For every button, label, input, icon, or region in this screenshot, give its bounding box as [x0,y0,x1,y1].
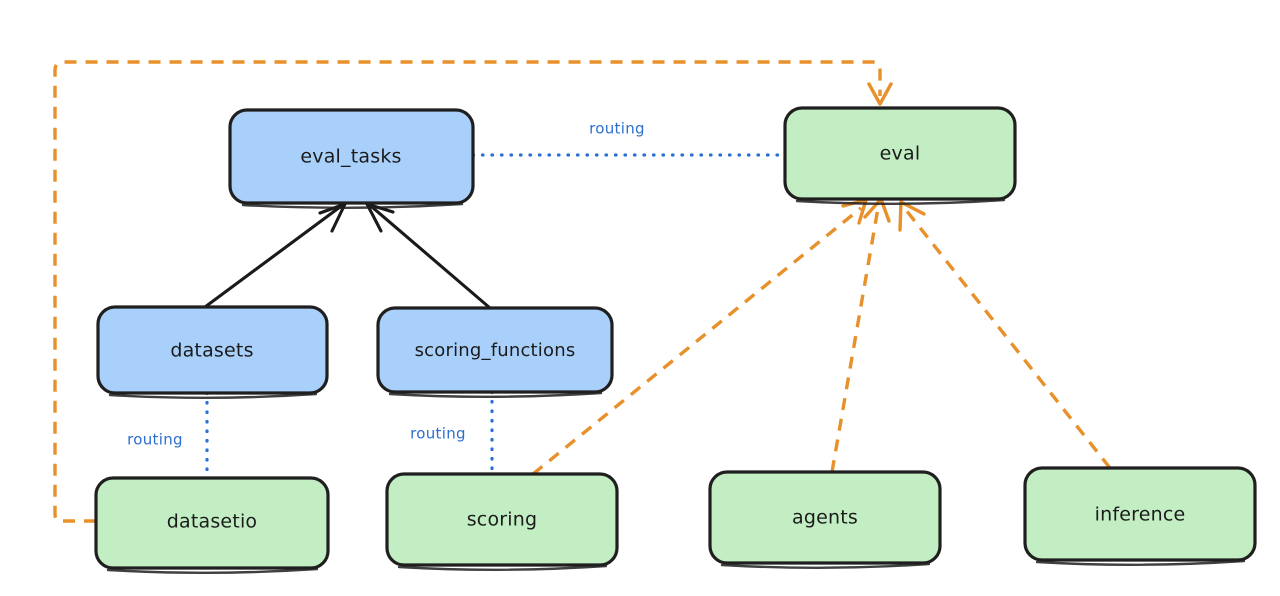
node-datasets-shape[interactable] [96,305,329,395]
node-scoring_functions[interactable]: scoring_functions [376,306,614,398]
edge-datasetio-to-eval [53,60,893,523]
edge-inference-to-eval [898,200,1112,470]
edge-agents-to-eval [830,197,891,473]
edge-datasets-to-eval_tasks [203,202,347,309]
edge-label-datasets-datasetio: routing [127,431,183,449]
node-eval_tasks-label: eval_tasks [300,146,401,168]
node-inference-shape[interactable] [1023,466,1257,562]
node-agents-label: agents [792,507,858,529]
node-scoring_functions-shape[interactable] [376,306,614,394]
edges-layer [53,60,1112,523]
node-eval_tasks[interactable]: eval_tasks [228,108,475,209]
node-datasets[interactable]: datasets [96,305,329,399]
node-eval-shape[interactable] [783,106,1017,201]
edge-label-eval_tasks-eval: routing [589,120,645,138]
node-scoring_functions-label: scoring_functions [415,340,576,361]
node-scoring-label: scoring [467,509,538,531]
node-datasetio-label: datasetio [167,511,258,533]
node-datasetio[interactable]: datasetio [94,476,330,574]
node-inference-label: inference [1095,504,1186,526]
node-datasetio-shape[interactable] [94,476,330,570]
node-datasets-label: datasets [170,340,253,362]
node-inference[interactable]: inference [1023,466,1257,566]
edge-label-scoring_functions-scoring: routing [410,425,466,443]
node-scoring-shape[interactable] [385,472,619,567]
node-eval-label: eval [880,143,921,165]
node-eval[interactable]: eval [783,106,1017,205]
edge-scoring_functions-to-eval_tasks [365,202,492,310]
node-agents[interactable]: agents [708,470,942,569]
node-eval_tasks-shape[interactable] [228,108,475,205]
node-scoring[interactable]: scoring [385,472,619,571]
nodes-layer: eval_tasks eval datasets scoring_functio… [94,106,1257,574]
edge-labels-layer: routing routing routing [127,120,645,449]
node-agents-shape[interactable] [708,470,942,565]
